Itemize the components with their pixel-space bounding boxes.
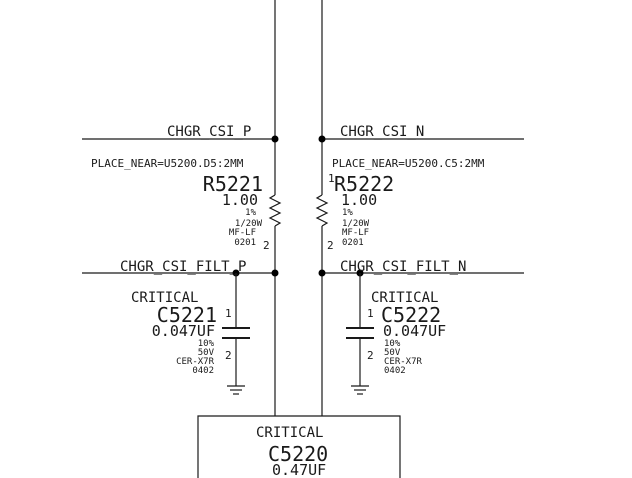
c5221-value: 0.047UF — [152, 322, 215, 340]
c5220-ref: C5220 — [268, 442, 328, 466]
r5222-value: 1.00 — [341, 191, 377, 209]
c5221-ref: C5221 — [157, 303, 217, 327]
c5221-package: 0402 — [192, 366, 214, 376]
ground-icon — [227, 385, 245, 395]
resistor-r5222-symbol — [315, 194, 329, 227]
c5220-value: 0.47UF — [272, 461, 326, 478]
r5221-tolerance: 1% — [245, 208, 256, 218]
c5222-pin-1: 1 — [367, 307, 374, 320]
c5220-component-box — [197, 415, 401, 478]
net-label-csi-p: CHGR_CSI_P — [167, 124, 251, 140]
r5221-value: 1.00 — [222, 191, 258, 209]
junction-dot — [271, 135, 279, 143]
c5222-dielectric: CER-X7R — [384, 357, 423, 367]
junction-dot — [271, 269, 279, 277]
r5222-type: MF-LF — [342, 228, 369, 238]
c5222-value: 0.047UF — [383, 322, 446, 340]
c5221-critical-label: CRITICAL — [131, 290, 198, 306]
r5221-place-note: PLACE_NEAR=U5200.D5:2MM — [91, 157, 244, 170]
c5222-pin-2: 2 — [367, 349, 374, 362]
junction-dot — [318, 135, 326, 143]
r5221-pin-2: 2 — [263, 239, 270, 252]
c5222-voltage: 50V — [384, 348, 401, 358]
c5222-critical-label: CRITICAL — [371, 290, 438, 306]
c5222-ref: C5222 — [381, 303, 441, 327]
c5221-pin-2: 2 — [225, 349, 232, 362]
junction-dot — [318, 269, 326, 277]
r5222-place-note: PLACE_NEAR=U5200.C5:2MM — [332, 157, 485, 170]
r5222-ref: R5222 — [334, 172, 394, 196]
net-label-csi-n: CHGR_CSI_N — [340, 124, 424, 140]
ground-icon — [351, 385, 369, 395]
c5220-critical-label: CRITICAL — [256, 425, 323, 441]
net-label-filt-p: CHGR_CSI_FILT_P — [120, 259, 246, 275]
c5222-tolerance: 10% — [384, 339, 401, 349]
r5222-tolerance: 1% — [342, 208, 353, 218]
c5221-dielectric: CER-X7R — [176, 357, 215, 367]
c5221-pin-1: 1 — [225, 307, 232, 320]
r5222-package: 0201 — [342, 238, 364, 248]
r5222-pin-2: 2 — [327, 239, 334, 252]
net-label-filt-n: CHGR_CSI_FILT_N — [340, 259, 466, 275]
c5221-tolerance: 10% — [198, 339, 215, 349]
r5221-type: MF-LF — [229, 228, 256, 238]
r5222-power: 1/20W — [342, 219, 370, 229]
r5222-pin-1: 1 — [328, 172, 335, 185]
c5222-package: 0402 — [384, 366, 406, 376]
resistor-r5221-symbol — [268, 194, 282, 227]
r5221-ref: R5221 — [203, 172, 263, 196]
r5221-power: 1/20W — [235, 219, 263, 229]
c5221-voltage: 50V — [198, 348, 215, 358]
r5221-package: 0201 — [234, 238, 256, 248]
